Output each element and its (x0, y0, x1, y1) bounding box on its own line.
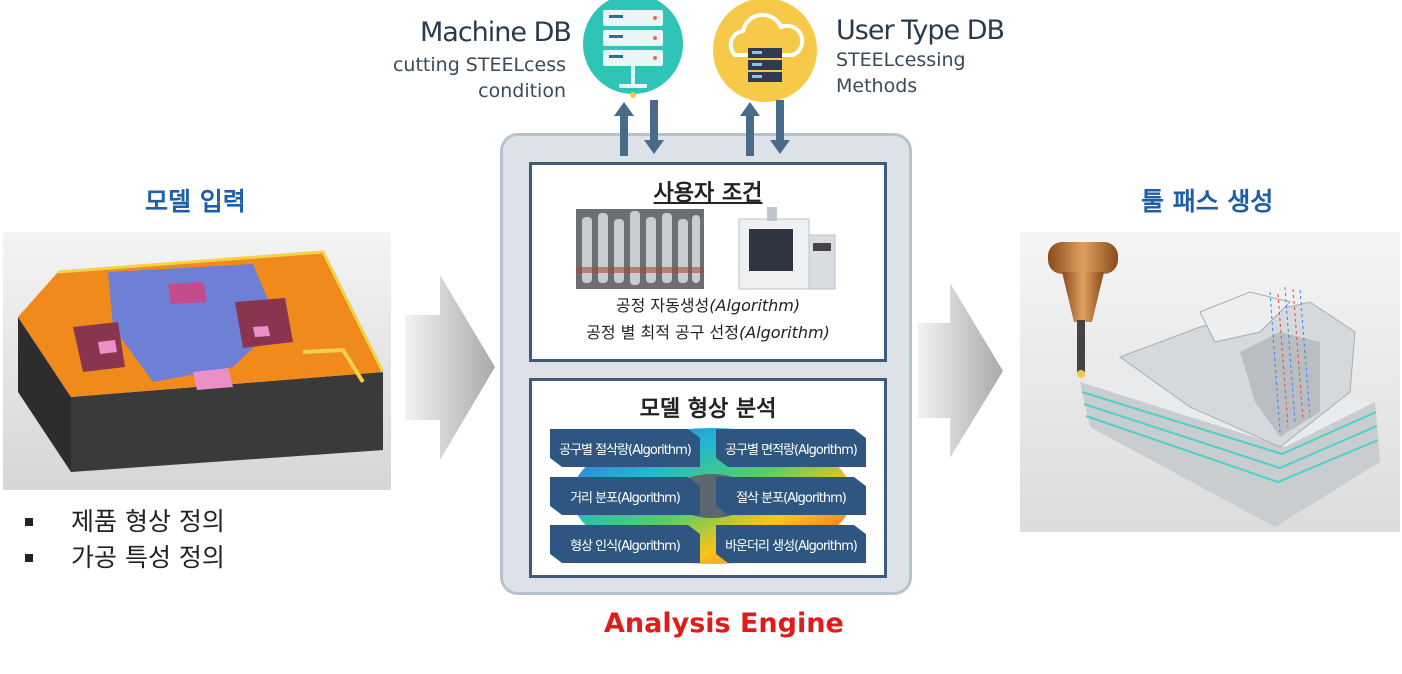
input-title: 모델 입력 (145, 187, 246, 216)
cutting-tools-image (576, 209, 704, 289)
user-condition-panel: 사용자 조건 공정 자동생성(Algorithm) 공정 별 최적 공구 선정(… (529, 162, 887, 362)
flow-arrow-left (405, 275, 495, 464)
machine-db-server-icon (583, 0, 683, 104)
shape-analysis-title: 모델 형상 분석 (639, 397, 777, 422)
tool-path-image (1020, 232, 1400, 532)
algorithm-item: 바운더리 생성(Algorithm) (716, 525, 866, 563)
machining-center-image (737, 205, 837, 291)
user-condition-description: 공정 자동생성(Algorithm) 공정 별 최적 공구 선정(Algorit… (586, 296, 830, 342)
user-type-db-subtitle: STEELcessing Methods (836, 49, 966, 97)
output-title: 툴 패스 생성 (1141, 187, 1274, 216)
user-type-db-exchange-arrows (736, 100, 796, 160)
user-type-db-cloud-icon (710, 0, 820, 109)
flow-arrow-right (918, 283, 1003, 462)
algorithm-item: 형상 인식(Algorithm) (550, 525, 700, 563)
machine-db-subtitle: cutting STEELcess condition (392, 54, 566, 102)
bullet-item: 제품 형상 정의 (25, 504, 225, 540)
shape-analysis-panel: 모델 형상 분석 공구별 절삭량(Algorithm) 공구별 면적량(Algo… (529, 378, 887, 578)
algorithm-item: 공구별 면적량(Algorithm) (716, 429, 866, 467)
analysis-engine-label: Analysis Engine (604, 608, 844, 639)
algorithm-item: 공구별 절삭량(Algorithm) (550, 429, 700, 467)
model-input-image (3, 232, 391, 490)
user-type-db-title: User Type DB (836, 15, 1005, 46)
machine-db-exchange-arrows (610, 100, 670, 160)
machine-db-title: Machine DB (420, 17, 572, 48)
input-bullet-list: 제품 형상 정의 가공 특성 정의 (25, 504, 225, 576)
user-condition-title: 사용자 조건 (653, 181, 763, 206)
algorithm-item: 절삭 분포(Algorithm) (716, 477, 866, 515)
algorithm-item: 거리 분포(Algorithm) (550, 477, 700, 515)
bullet-item: 가공 특성 정의 (25, 540, 225, 576)
